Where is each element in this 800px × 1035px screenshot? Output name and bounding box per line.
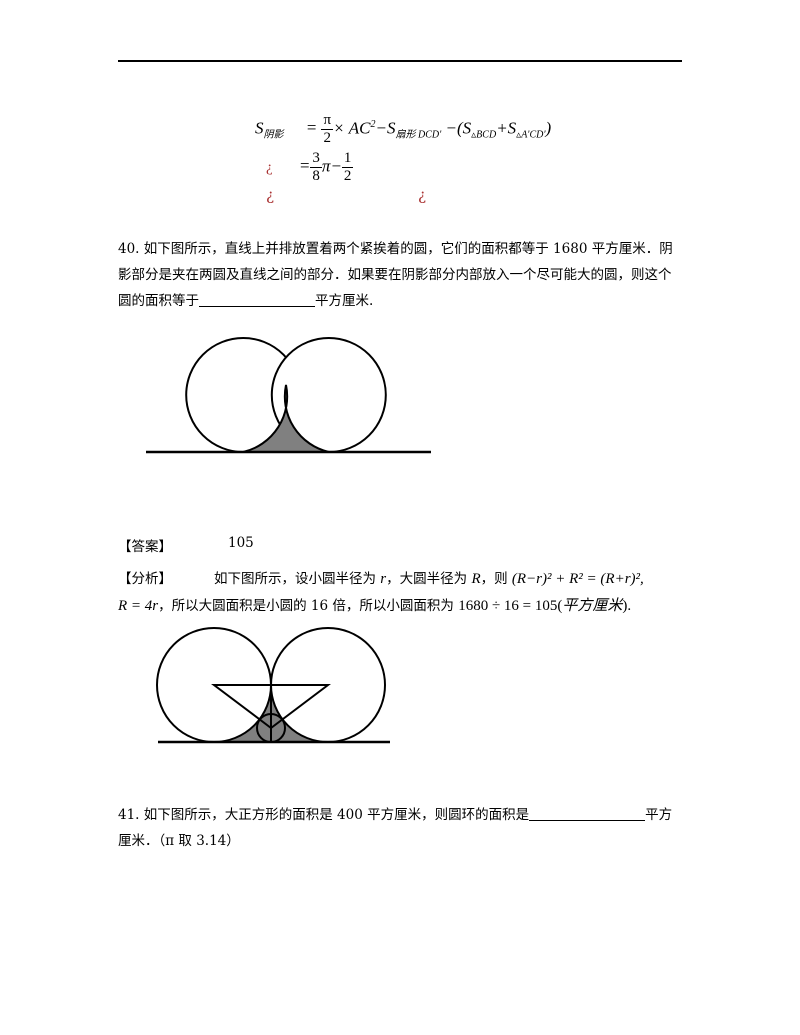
formula-mark-right: ¿ xyxy=(418,186,427,204)
answer-blank[interactable] xyxy=(529,806,646,821)
question-41: 41. 如下图所示，大正方形的面积是 400 平方厘米，则圆环的面积是平方 厘米… xyxy=(118,802,684,854)
answer-value: 105 xyxy=(228,535,254,551)
formula-mark-left: ¿ xyxy=(266,186,275,204)
question-41-line-1: 41. 如下图所示，大正方形的面积是 400 平方厘米，则圆环的面积是平方 xyxy=(118,806,673,823)
two-circles-figure xyxy=(146,337,431,454)
analysis-line-2: R = 4r，所以大圆面积是小圆的 16 倍，所以小圆面积为 1680 ÷ 16… xyxy=(118,596,632,614)
answer-label: 【答案】 xyxy=(118,539,172,555)
shaded-area xyxy=(243,385,329,452)
question-40-line-1: 40. 如下图所示，直线上并排放置着两个紧挨着的圆，它们的面积都等于 1680 … xyxy=(118,241,673,257)
question-41-line-2: 厘米．（π 取 3.14） xyxy=(118,833,240,849)
circles-with-inscribed-figure xyxy=(156,627,390,744)
analysis: 【分析】如下图所示，设小圆半径为 r，大圆半径为 R，则 (R−r)² + R²… xyxy=(118,566,688,619)
answer-blank[interactable] xyxy=(199,292,315,307)
analysis-line-1: 【分析】如下图所示，设小圆半径为 r，大圆半径为 R，则 (R−r)² + R²… xyxy=(118,571,644,587)
shaded-area-outline xyxy=(242,384,330,453)
top-rule xyxy=(118,60,682,62)
question-40-line-3: 圆的面积等于平方厘米. xyxy=(118,292,374,309)
question-40-line-2: 影部分是夹在两圆及直线之间的部分．如果要在阴影部分内部放入一个尽可能大的圆，则这… xyxy=(118,267,672,283)
question-40: 40. 如下图所示，直线上并排放置着两个紧挨着的圆，它们的面积都等于 1680 … xyxy=(118,236,684,314)
